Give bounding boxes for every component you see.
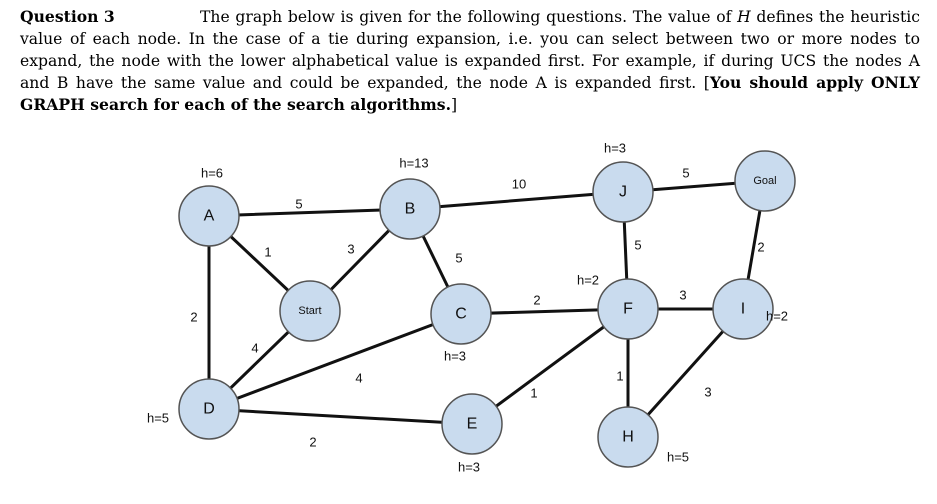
node-b: B bbox=[379, 178, 441, 240]
node-circle-i bbox=[712, 278, 774, 340]
edge-weight-c-f: 2 bbox=[533, 293, 540, 308]
node-d: D bbox=[178, 378, 240, 440]
edge-a-b bbox=[207, 207, 412, 218]
heuristic-label-i: h=2 bbox=[766, 309, 788, 324]
heuristic-label-c: h=3 bbox=[444, 349, 466, 364]
node-i: I bbox=[712, 278, 774, 340]
question-text: Question 3 The graph below is given for t… bbox=[20, 6, 920, 116]
edge-f-e bbox=[470, 307, 630, 426]
node-circle-start bbox=[279, 280, 341, 342]
node-start: Start bbox=[279, 280, 341, 342]
node-f: F bbox=[597, 278, 659, 340]
edge-weight-j-goal: 5 bbox=[682, 166, 689, 181]
edge-weight-a-d: 2 bbox=[190, 310, 197, 325]
heuristic-label-j: h=3 bbox=[604, 141, 626, 156]
node-a: A bbox=[178, 185, 240, 247]
edge-weight-a-b: 5 bbox=[295, 197, 302, 212]
node-circle-e bbox=[441, 393, 503, 455]
node-label-goal: Goal bbox=[753, 175, 776, 187]
question-label: Question 3 bbox=[20, 7, 115, 26]
node-label-e: E bbox=[467, 416, 478, 433]
node-label-f: F bbox=[623, 301, 633, 318]
edge-c-d bbox=[207, 312, 463, 411]
edge-weight-i-h: 3 bbox=[704, 385, 711, 400]
node-label-h: H bbox=[622, 429, 634, 446]
node-label-j: J bbox=[619, 184, 627, 201]
node-circle-d bbox=[178, 378, 240, 440]
edge-weight-f-i: 3 bbox=[679, 288, 686, 303]
question-text-part2: defines the heuristic value of each node… bbox=[20, 8, 920, 92]
question-text-part1: The graph below is given for the followi… bbox=[200, 8, 738, 26]
node-label-start: Start bbox=[298, 305, 321, 317]
node-circle-c bbox=[430, 283, 492, 345]
node-circle-b bbox=[379, 178, 441, 240]
edge-weight-goal-i: 2 bbox=[757, 240, 764, 255]
graph-labels: 5 1 2 3 5 10 5 5 2 4 4 2 3 1 1 3 2 h=6 h=13 h=3 h=3 h=2 h=2 h=5… bbox=[147, 141, 788, 475]
edge-weight-d-e: 2 bbox=[309, 435, 316, 450]
heuristic-label-e: h=3 bbox=[458, 460, 480, 475]
edge-weight-c-d: 4 bbox=[355, 371, 362, 386]
edge-weight-b-c: 5 bbox=[455, 251, 462, 266]
heuristic-symbol: H bbox=[737, 8, 751, 26]
node-j: J bbox=[592, 161, 654, 223]
edge-b-j bbox=[408, 190, 625, 211]
node-circle-h bbox=[597, 406, 659, 468]
node-c: C bbox=[430, 283, 492, 345]
heuristic-label-f: h=2 bbox=[577, 273, 599, 288]
edge-weight-start-d: 4 bbox=[251, 341, 258, 356]
heuristic-label-a: h=6 bbox=[201, 166, 223, 181]
heuristic-label-b: h=13 bbox=[399, 156, 428, 171]
edge-weight-b-j: 10 bbox=[512, 177, 526, 192]
edge-weight-f-h: 1 bbox=[616, 369, 623, 384]
node-circle-goal bbox=[734, 150, 796, 212]
graph-search-instruction: You should apply ONLY GRAPH search for e… bbox=[20, 73, 920, 114]
node-label-b: B bbox=[405, 201, 416, 218]
question-text-end: ] bbox=[451, 96, 458, 114]
node-label-i: I bbox=[741, 301, 745, 318]
node-h: H bbox=[597, 406, 659, 468]
node-label-a: A bbox=[204, 208, 215, 225]
edge-weight-j-f: 5 bbox=[634, 238, 641, 253]
heuristic-label-d: h=5 bbox=[147, 411, 169, 426]
edge-weight-b-start: 3 bbox=[347, 242, 354, 257]
node-e: E bbox=[441, 393, 503, 455]
node-circle-j bbox=[592, 161, 654, 223]
node-circle-f bbox=[597, 278, 659, 340]
heuristic-label-h: h=5 bbox=[667, 450, 689, 465]
edge-weight-a-start: 1 bbox=[264, 245, 271, 260]
node-label-c: C bbox=[455, 306, 467, 323]
edge-weight-f-e: 1 bbox=[530, 386, 537, 401]
node-circle-a bbox=[178, 185, 240, 247]
edge-d-e bbox=[207, 407, 474, 426]
node-goal: Goal bbox=[734, 150, 796, 212]
node-label-d: D bbox=[203, 401, 215, 418]
